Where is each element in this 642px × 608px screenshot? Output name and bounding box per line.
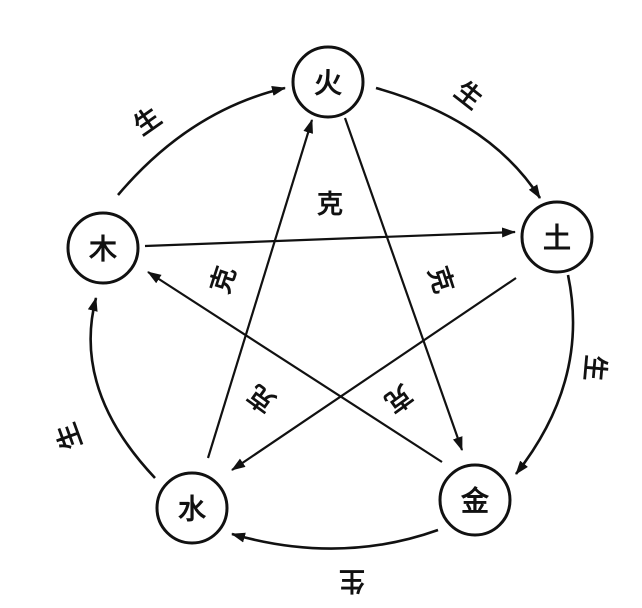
arc-wood-to-fire: [117, 86, 286, 196]
node-water: 水: [155, 471, 229, 545]
label-restrain-metal-wood: 克: [243, 378, 282, 418]
arc-water-to-wood: [87, 297, 156, 479]
generating-cycle: [87, 86, 575, 550]
arc-metal-to-water: [231, 528, 439, 550]
label-restrain-fire-metal: 克: [422, 263, 459, 297]
node-metal-label: 金: [460, 485, 490, 518]
label-generate-fire-earth: 生: [449, 76, 488, 116]
node-earth-label: 土: [543, 222, 571, 255]
generate-labels: 生 生 生 生 生: [51, 76, 610, 595]
restraining-star: [144, 117, 517, 471]
label-generate-water-wood: 生: [51, 419, 88, 454]
label-generate-metal-water: 生: [339, 565, 365, 595]
label-generate-earth-metal: 生: [578, 354, 610, 383]
node-fire-label: 火: [314, 67, 342, 100]
node-fire: 火: [291, 45, 365, 119]
arc-fire-to-earth: [375, 86, 542, 199]
edge-earth-to-water: [231, 277, 517, 471]
label-restrain-earth-water: 克: [379, 378, 418, 418]
edge-fire-to-metal: [343, 117, 464, 451]
label-restrain-wood-earth: 克: [317, 190, 343, 220]
restrain-labels: 克 克 克 克 克: [206, 190, 459, 418]
node-wood-label: 木: [88, 233, 117, 266]
edge-wood-to-earth: [144, 227, 516, 248]
node-earth: 土: [520, 200, 594, 274]
arc-earth-to-metal: [514, 274, 575, 475]
node-water-label: 水: [178, 493, 207, 526]
label-generate-wood-fire: 生: [129, 102, 168, 141]
edge-water-to-fire: [206, 119, 314, 459]
node-wood: 木: [66, 211, 140, 285]
edge-metal-to-wood: [147, 271, 443, 463]
label-restrain-water-fire: 克: [206, 263, 243, 297]
node-metal: 金: [438, 463, 512, 537]
